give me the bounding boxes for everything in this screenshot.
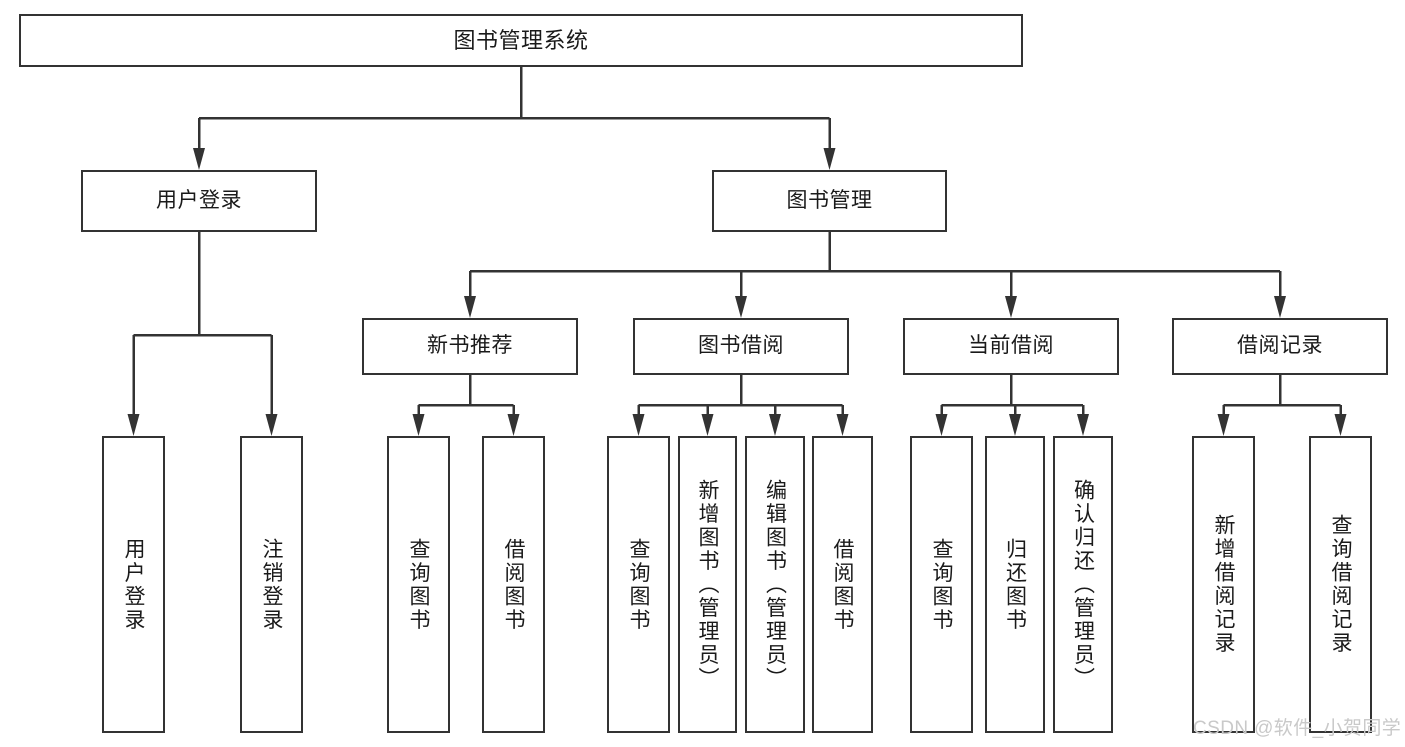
node-book-manage[interactable]: 图书管理 xyxy=(712,170,947,232)
node-leaf-query-rec[interactable]: 查询借阅记录 xyxy=(1309,436,1372,733)
arrowhead xyxy=(935,414,948,436)
node-label: 查询借阅记录 xyxy=(1329,514,1352,655)
node-label: 查询图书 xyxy=(627,537,650,632)
node-label: 用户登录 xyxy=(156,188,242,212)
arrowhead xyxy=(735,296,747,318)
node-label: 借阅记录 xyxy=(1237,334,1323,358)
node-new-book-rec[interactable]: 新书推荐 xyxy=(362,318,578,375)
arrowhead xyxy=(265,414,278,436)
node-leaf-query-3[interactable]: 查询图书 xyxy=(910,436,973,733)
arrowhead xyxy=(1274,296,1286,318)
arrowhead xyxy=(464,296,476,318)
arrowhead xyxy=(1005,296,1017,318)
node-label: 新书推荐 xyxy=(427,334,513,358)
node-leaf-add-book[interactable]: 新增图书（管理员） xyxy=(678,436,737,733)
node-leaf-query-1[interactable]: 查询图书 xyxy=(387,436,450,733)
node-label: 图书管理 xyxy=(786,188,873,212)
arrowhead xyxy=(507,414,520,436)
node-label: 注销登录 xyxy=(260,537,283,632)
arrowhead xyxy=(632,414,645,436)
node-leaf-borrow-2[interactable]: 借阅图书 xyxy=(812,436,873,733)
arrowhead xyxy=(836,414,849,436)
node-label: 图书管理系统 xyxy=(453,27,589,53)
arrowhead xyxy=(769,414,781,436)
node-label: 确认归还（管理员） xyxy=(1071,478,1095,691)
node-leaf-confirm[interactable]: 确认归还（管理员） xyxy=(1053,436,1113,733)
node-label: 查询图书 xyxy=(407,537,430,632)
node-leaf-borrow-1[interactable]: 借阅图书 xyxy=(482,436,545,733)
node-label: 新增借阅记录 xyxy=(1212,514,1235,655)
node-leaf-logout[interactable]: 注销登录 xyxy=(240,436,303,733)
node-label: 用户登录 xyxy=(122,537,145,632)
node-leaf-return[interactable]: 归还图书 xyxy=(985,436,1045,733)
node-label: 查询图书 xyxy=(930,537,953,632)
arrowhead xyxy=(1217,414,1230,436)
node-root[interactable]: 图书管理系统 xyxy=(19,14,1023,67)
node-label: 借阅图书 xyxy=(831,537,854,632)
node-leaf-edit-book[interactable]: 编辑图书（管理员） xyxy=(745,436,805,733)
node-book-borrow[interactable]: 图书借阅 xyxy=(633,318,849,375)
node-label: 归还图书 xyxy=(1003,537,1027,632)
arrowhead xyxy=(127,414,140,436)
node-leaf-query-2[interactable]: 查询图书 xyxy=(607,436,670,733)
node-label: 新增图书（管理员） xyxy=(696,478,719,691)
node-current-borrow[interactable]: 当前借阅 xyxy=(903,318,1119,375)
node-label: 借阅图书 xyxy=(502,537,525,632)
node-borrow-record[interactable]: 借阅记录 xyxy=(1172,318,1388,375)
node-user-login[interactable]: 用户登录 xyxy=(81,170,317,232)
node-leaf-user-login[interactable]: 用户登录 xyxy=(102,436,165,733)
arrowhead xyxy=(412,414,425,436)
arrowhead xyxy=(701,414,714,436)
arrowhead xyxy=(823,148,836,170)
arrowhead xyxy=(1077,414,1089,436)
arrowhead xyxy=(1334,414,1347,436)
arrowhead xyxy=(193,148,205,170)
node-label: 编辑图书（管理员） xyxy=(763,478,787,691)
arrowhead xyxy=(1009,414,1021,436)
node-leaf-add-rec[interactable]: 新增借阅记录 xyxy=(1192,436,1255,733)
node-label: 图书借阅 xyxy=(698,334,784,358)
node-label: 当前借阅 xyxy=(968,334,1054,358)
